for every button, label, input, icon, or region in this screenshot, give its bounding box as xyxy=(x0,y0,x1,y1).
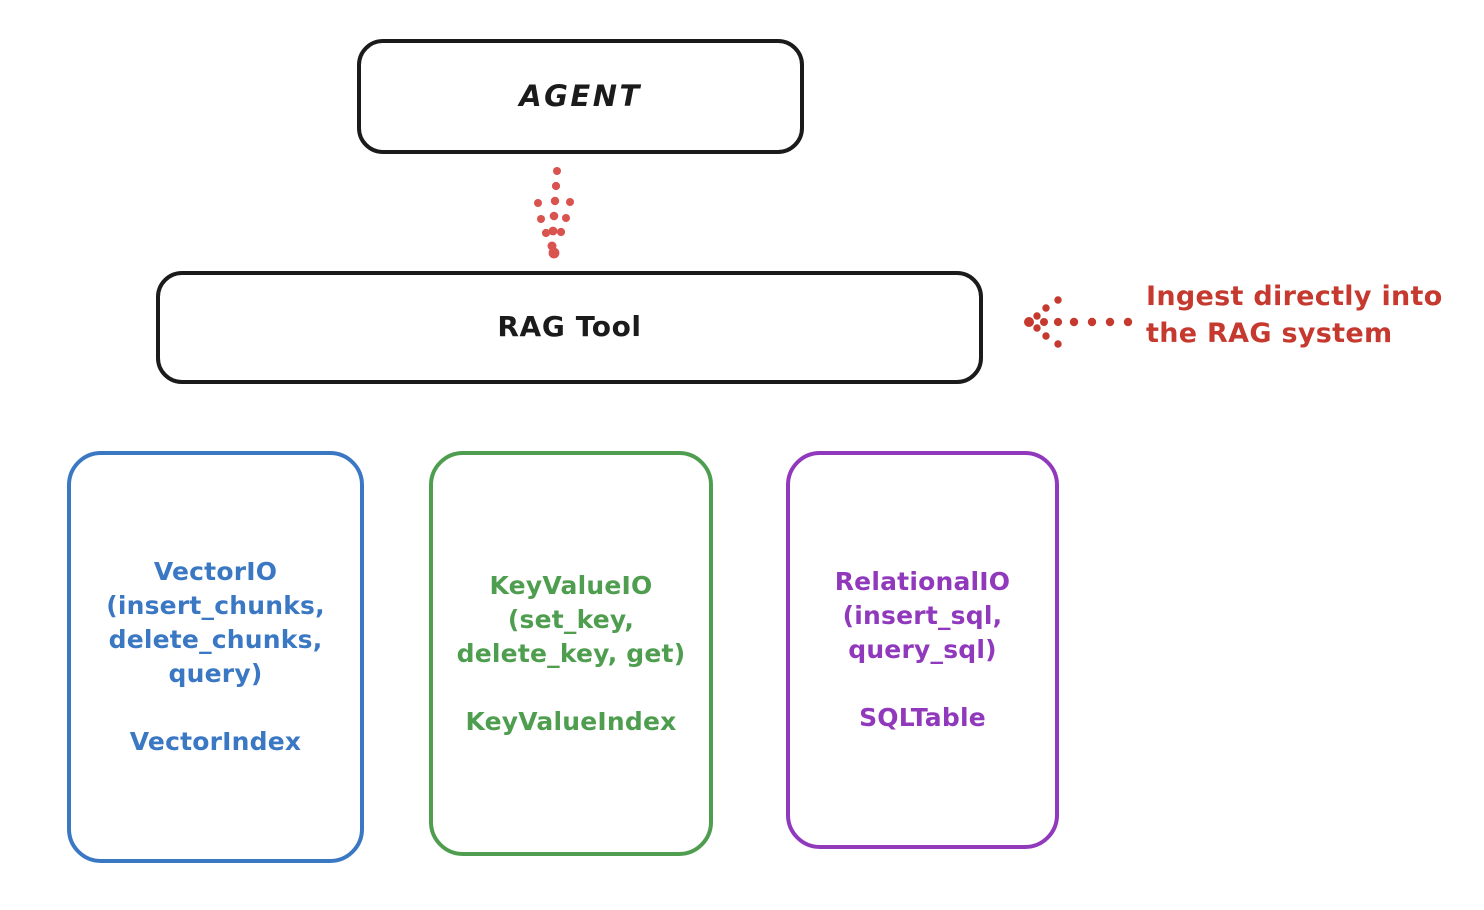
node-relational-io-label: RelationalIO (insert_sql, query_sql) SQL… xyxy=(834,567,1011,732)
annotation-ingest: Ingest directly into the RAG system xyxy=(1146,281,1443,350)
node-agent[interactable]: AGENT xyxy=(357,39,804,154)
connector-ingest-to-rag-tool xyxy=(1024,296,1133,348)
node-agent-label: AGENT xyxy=(519,78,642,113)
node-key-value-io-label: KeyValueIO (set_key, delete_key, get) Ke… xyxy=(456,570,686,736)
node-relational-io[interactable]: RelationalIO (insert_sql, query_sql) SQL… xyxy=(786,451,1059,849)
node-key-value-io[interactable]: KeyValueIO (set_key, delete_key, get) Ke… xyxy=(429,451,713,856)
node-vector-io[interactable]: VectorIO (insert_chunks, delete_chunks, … xyxy=(67,451,364,863)
connector-agent-to-rag-tool xyxy=(534,167,574,259)
node-rag-tool[interactable]: RAG Tool xyxy=(156,271,983,384)
node-vector-io-label: VectorIO (insert_chunks, delete_chunks, … xyxy=(106,557,325,756)
node-rag-tool-label: RAG Tool xyxy=(497,310,642,344)
